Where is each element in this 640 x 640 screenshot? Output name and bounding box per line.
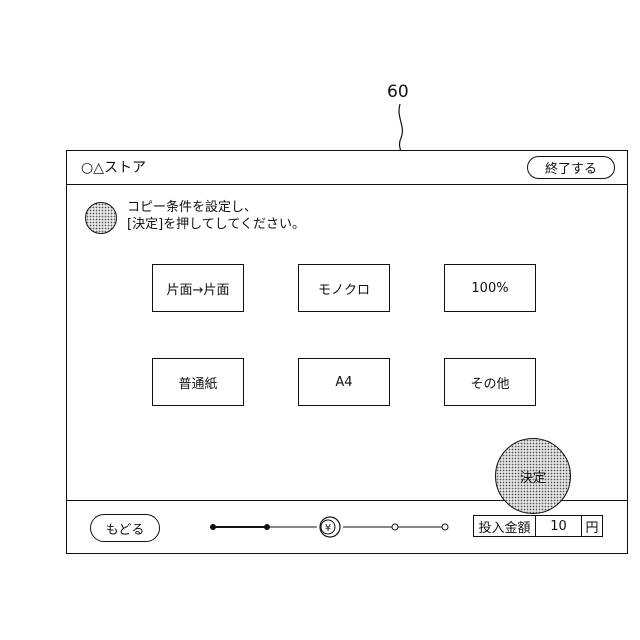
- yen-coin-icon: ¥: [320, 517, 340, 537]
- store-screen: ○△ストア 終了する コピー条件を設定し、 [決定]を押してしてください。 片面…: [66, 150, 628, 554]
- progress-dot-2: [264, 524, 270, 530]
- instruction-line-2: [決定]を押してしてください。: [127, 216, 305, 233]
- option-paper-type-button[interactable]: 普通紙: [152, 358, 244, 406]
- exit-button[interactable]: 終了する: [527, 156, 615, 179]
- amount-value: 10: [536, 516, 582, 536]
- progress-dot-5: [442, 524, 448, 530]
- amount-label: 投入金額: [474, 516, 536, 536]
- header-divider: [67, 184, 627, 185]
- store-title: ○△ストア: [81, 157, 146, 177]
- option-color-button[interactable]: モノクロ: [298, 264, 390, 312]
- option-paper-size-button[interactable]: A4: [298, 358, 390, 406]
- instruction-line-1: コピー条件を設定し、: [127, 199, 305, 216]
- confirm-label: 決定: [520, 467, 546, 486]
- inserted-amount-box: 投入金額 10 円: [473, 515, 603, 537]
- amount-unit: 円: [582, 516, 602, 536]
- instruction-text: コピー条件を設定し、 [決定]を押してしてください。: [127, 199, 305, 233]
- user-avatar-icon: [85, 202, 117, 234]
- confirm-button[interactable]: 決定: [495, 438, 571, 514]
- option-duplex-button[interactable]: 片面→片面: [152, 264, 244, 312]
- back-button[interactable]: もどる: [90, 514, 160, 542]
- progress-dot-1: [210, 524, 216, 530]
- coin-symbol: ¥: [325, 523, 331, 534]
- progress-dot-4: [392, 524, 398, 530]
- option-scale-button[interactable]: 100%: [444, 264, 536, 312]
- progress-indicator: ¥: [207, 515, 457, 539]
- option-other-button[interactable]: その他: [444, 358, 536, 406]
- leader-line-screen: [399, 104, 402, 151]
